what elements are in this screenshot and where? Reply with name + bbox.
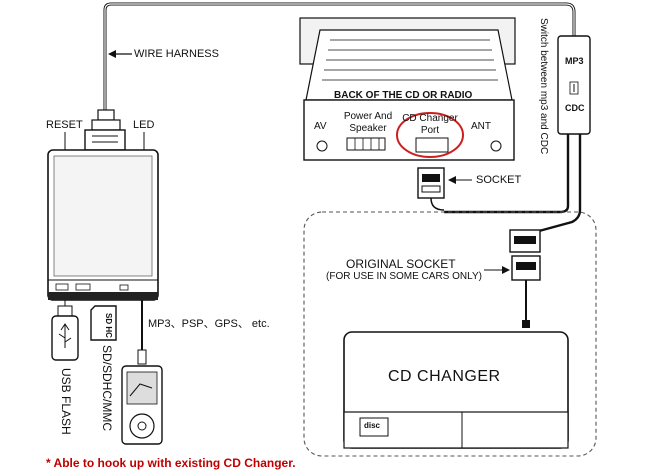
back-of-cd-label: BACK OF THE CD OR RADIO bbox=[334, 90, 473, 101]
usb-flash-drive bbox=[51, 300, 79, 361]
ant-label: ANT bbox=[471, 121, 491, 132]
mp3-psp-label: MP3、PSP、GPS、 etc. bbox=[148, 318, 270, 330]
socket-connector bbox=[417, 167, 445, 211]
cd-changer-port-label-1: CD Changer bbox=[402, 113, 458, 124]
wire-harness-arrow bbox=[108, 50, 132, 58]
original-socket-connector bbox=[509, 229, 541, 328]
for-use-label: (FOR USE IN SOME CARS ONLY) bbox=[326, 271, 482, 282]
socket-label: SOCKET bbox=[476, 174, 522, 186]
cd-changer-port-label-2: Port bbox=[420, 125, 440, 136]
mp3-interface-box bbox=[47, 149, 159, 301]
original-cd-changer-region bbox=[303, 211, 597, 457]
footnote: * Able to hook up with existing CD Chang… bbox=[46, 456, 296, 470]
harness-connector bbox=[84, 109, 126, 151]
compact-disc-logo: disc bbox=[364, 421, 381, 430]
sd-logo-label: SD HC bbox=[104, 313, 113, 338]
power-speaker-label-2: Speaker bbox=[349, 123, 387, 134]
power-speaker-label-1: Power And bbox=[343, 111, 393, 122]
wire-harness-label: WIRE HARNESS bbox=[134, 48, 219, 60]
cdc-switch-label: CDC bbox=[565, 103, 585, 113]
cd-changer-title: CD CHANGER bbox=[388, 368, 501, 385]
cd-changer-box bbox=[343, 331, 569, 449]
sd-card bbox=[90, 305, 117, 341]
switch-to-original-socket-cable bbox=[527, 134, 582, 236]
mp3-player bbox=[121, 300, 163, 445]
original-socket-label: ORIGINAL SOCKET bbox=[346, 257, 456, 271]
mp3-switch-label: MP3 bbox=[565, 56, 584, 66]
original-socket-arrow bbox=[484, 266, 510, 274]
av-label: AV bbox=[314, 121, 327, 132]
socket-arrow bbox=[448, 176, 472, 184]
switch-description-label: Switch between mp3 and CDC bbox=[538, 18, 549, 155]
head-unit bbox=[299, 17, 516, 161]
sd-sdhc-mmc-label: SD/SDHC/MMC bbox=[100, 345, 114, 431]
mp3-cdc-switch bbox=[557, 35, 591, 135]
led-label: LED bbox=[133, 119, 155, 131]
reset-label: RESET bbox=[46, 119, 83, 131]
usb-flash-label: USB FLASH bbox=[59, 368, 73, 435]
cd-changer-port-highlight bbox=[396, 112, 464, 158]
